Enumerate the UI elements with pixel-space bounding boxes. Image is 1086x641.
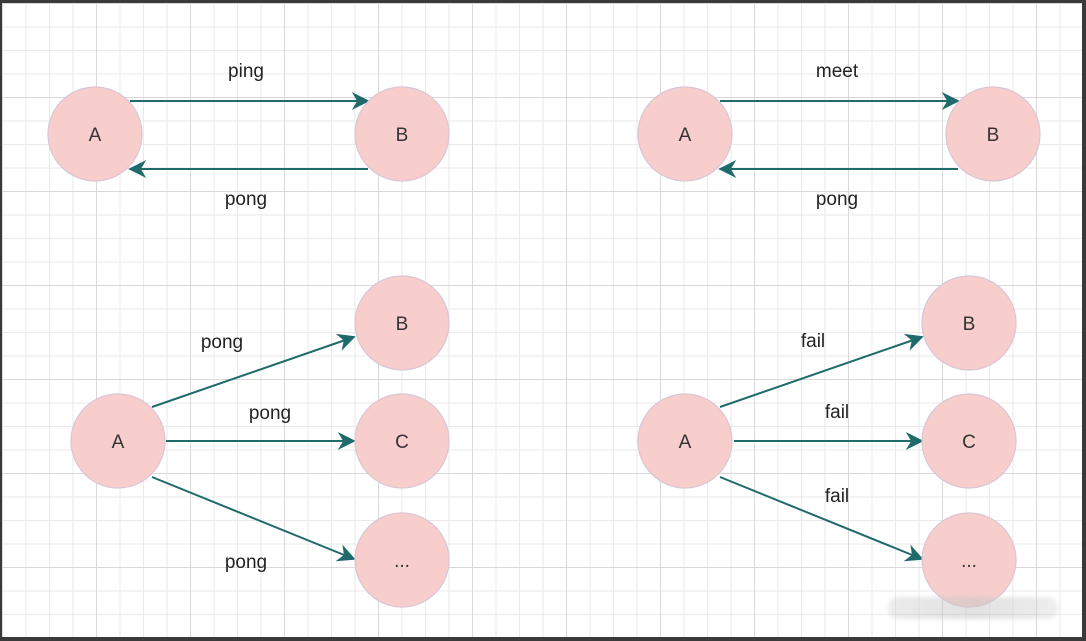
panel-fail-broadcast: fail fail fail A B C ... <box>637 275 1017 608</box>
panel-ping-pong: ping pong A B <box>47 61 450 210</box>
node-label: B <box>396 125 409 146</box>
node-b[interactable] <box>354 86 450 182</box>
edge-label: fail <box>801 331 825 352</box>
node-label: B <box>396 314 409 335</box>
edge-label: fail <box>825 402 849 423</box>
edge-a-more <box>151 476 356 562</box>
edge-label: pong <box>249 403 291 424</box>
edge-label: pong <box>225 189 267 210</box>
node-label: B <box>987 125 1000 146</box>
edge-a-b <box>151 333 356 408</box>
node-label: C <box>962 432 976 453</box>
node-b[interactable] <box>945 86 1041 182</box>
edge-a-more <box>719 476 924 562</box>
edge-label: ping <box>228 61 264 82</box>
node-label: A <box>679 125 692 146</box>
blurred-watermark <box>888 597 1058 619</box>
node-label: ... <box>394 551 410 572</box>
node-label: C <box>395 432 409 453</box>
node-a[interactable] <box>637 86 733 182</box>
diagram-svg: ping pong A B meet pong A B pong pong po… <box>47 61 1041 608</box>
node-a[interactable] <box>637 393 733 489</box>
node-c[interactable] <box>921 393 1017 489</box>
node-label: B <box>963 314 976 335</box>
diagram-canvas: ping pong A B meet pong A B pong pong po… <box>2 3 1082 637</box>
panel-pong-broadcast: pong pong pong A B C ... <box>70 275 450 608</box>
node-c[interactable] <box>354 393 450 489</box>
node-more[interactable] <box>354 512 450 608</box>
edge-label: pong <box>225 552 267 573</box>
edge-a-b <box>719 333 924 408</box>
node-b[interactable] <box>921 275 1017 371</box>
edge-label: pong <box>201 332 243 353</box>
edge-label: pong <box>816 189 858 210</box>
edge-label: meet <box>816 61 859 82</box>
node-a[interactable] <box>70 393 166 489</box>
grid-background <box>2 3 1082 637</box>
panel-meet-pong: meet pong A B <box>637 61 1041 210</box>
edge-label: fail <box>825 486 849 507</box>
node-label: A <box>112 432 125 453</box>
node-label: A <box>679 432 692 453</box>
node-a[interactable] <box>47 86 143 182</box>
node-label: A <box>89 125 102 146</box>
node-b[interactable] <box>354 275 450 371</box>
node-label: ... <box>961 551 977 572</box>
